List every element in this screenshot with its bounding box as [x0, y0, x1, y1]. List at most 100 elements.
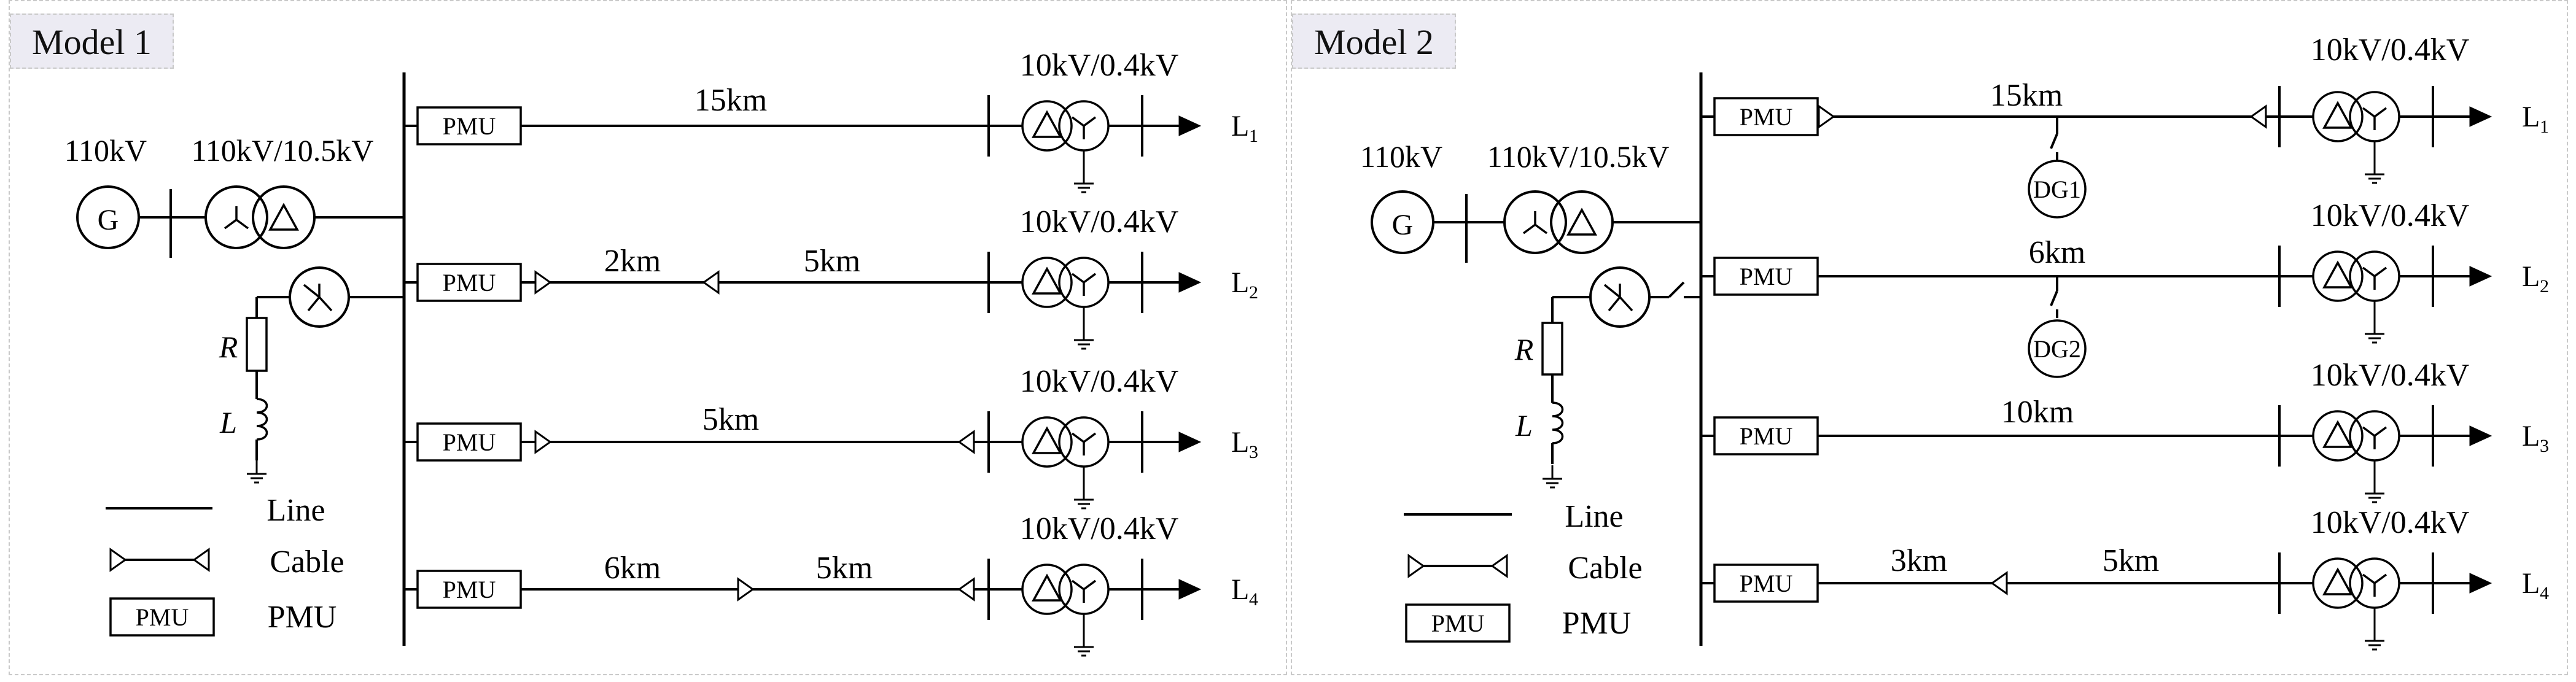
segment-length: 2km — [604, 244, 661, 279]
zig — [1608, 296, 1621, 312]
delta-winding-icon — [1032, 110, 1062, 138]
source-transformer-rating: 110kV/10.5kV — [1487, 139, 1670, 174]
transformer-rating: 10kV/0.4kV — [2311, 358, 2470, 393]
inductor-icon — [256, 398, 268, 441]
dg-label: DG1 — [2033, 176, 2081, 203]
cable-termination-icon — [737, 577, 755, 602]
wye-leg — [224, 219, 238, 230]
wye-leg — [2362, 107, 2376, 118]
hv-winding-circle — [2312, 250, 2364, 302]
model-2-title: Model 2 — [1292, 14, 1456, 69]
wye-leg — [1083, 579, 1097, 591]
load-subscript: 1 — [1249, 126, 1258, 146]
segment-length: 6km — [604, 551, 661, 586]
distributed-generator-icon — [2028, 160, 2087, 219]
cable-termination-icon — [192, 548, 210, 572]
segment-length: 10km — [2001, 395, 2074, 430]
transformer-rating: 10kV/0.4kV — [2311, 505, 2470, 540]
wye-transformer-circle — [204, 185, 268, 249]
load-subscript: 4 — [2540, 583, 2549, 603]
ground-icon — [1074, 327, 1094, 350]
pmu-box: PMU — [1713, 257, 1819, 296]
pmu-box: PMU — [416, 570, 522, 609]
hv-winding-circle — [2312, 557, 2364, 609]
delta-winding-icon — [2322, 260, 2353, 289]
wye-leg — [2373, 426, 2387, 437]
load-arrow-icon — [1178, 432, 1202, 452]
dg-switch-icon — [2050, 290, 2058, 306]
legend-line-label: Line — [267, 493, 325, 528]
distributed-generator-icon — [2028, 319, 2087, 378]
pmu-box: PMU — [416, 263, 522, 302]
segment-length: 15km — [695, 83, 767, 118]
zig — [1603, 284, 1621, 298]
load-arrow-icon — [2469, 266, 2492, 287]
ground-icon — [2365, 320, 2384, 344]
segment-length: 5km — [2103, 543, 2159, 578]
transformer-rating: 10kV/0.4kV — [1020, 511, 1179, 546]
segment-length: 3km — [1891, 543, 1947, 578]
zig — [1619, 296, 1633, 312]
legend-pmu-box — [109, 597, 215, 637]
legend-cable-label: Cable — [1568, 551, 1642, 586]
pmu-label: PMU — [443, 428, 496, 456]
ground-icon — [247, 460, 267, 484]
resistor-icon — [1541, 322, 1563, 376]
pmu-box: PMU — [1713, 564, 1819, 603]
resistor-label: R — [1514, 332, 1534, 366]
delta-winding-icon — [1032, 426, 1062, 454]
model-1-panel: Model 1 — [9, 0, 1287, 675]
cable-termination-icon — [1818, 104, 1835, 129]
source-transformer-rating: 110kV/10.5kV — [192, 133, 374, 168]
wye-leg — [1071, 273, 1085, 284]
wye-leg — [2373, 266, 2387, 277]
pmu-box: PMU — [416, 422, 522, 462]
load-subscript: 2 — [2540, 276, 2549, 296]
ground-icon — [1074, 634, 1094, 657]
legend-cable-label: Cable — [270, 544, 344, 579]
hv-winding-circle — [1021, 257, 1073, 308]
pmu-box: PMU — [1713, 97, 1819, 136]
load-arrow-icon — [1178, 579, 1202, 600]
load-subscript: 3 — [2540, 436, 2549, 456]
model-1-title: Model 1 — [10, 14, 174, 69]
cable-termination-icon — [2249, 104, 2267, 129]
ground-icon — [1074, 170, 1094, 193]
transformer-rating: 10kV/0.4kV — [1020, 48, 1179, 83]
load-subscript: 4 — [1249, 589, 1258, 610]
hv-winding-circle — [1021, 564, 1073, 615]
cable-termination-icon — [534, 430, 552, 454]
legend-line-label: Line — [1565, 499, 1623, 534]
load-label: L — [2522, 567, 2540, 600]
wye-leg — [235, 219, 249, 230]
wye-leg — [1083, 273, 1097, 284]
legend-pmu-label: PMU — [1562, 606, 1632, 641]
resistor-label: R — [219, 330, 238, 364]
source-voltage: 110kV — [1360, 139, 1442, 174]
hv-winding-circle — [1021, 100, 1073, 152]
segment-length: 15km — [1990, 78, 2063, 113]
delta-transformer-circle — [252, 185, 316, 249]
cable-termination-icon — [109, 548, 127, 572]
zig — [303, 284, 321, 298]
cable-termination-icon — [1990, 571, 2008, 595]
pmu-box: PMU — [416, 106, 522, 145]
wye-leg — [2373, 107, 2387, 118]
legend-pmu-box — [1405, 603, 1511, 643]
wye-transformer-circle — [1503, 190, 1567, 254]
inductor-icon — [1552, 401, 1564, 444]
load-label: L — [2522, 420, 2540, 452]
pmu-box: PMU — [1713, 416, 1819, 455]
ground-icon — [1074, 486, 1094, 510]
load-label: L — [1231, 110, 1249, 142]
transformer-rating: 10kV/0.4kV — [2311, 33, 2470, 68]
load-label: L — [2522, 260, 2540, 293]
load-label: L — [1231, 573, 1249, 606]
